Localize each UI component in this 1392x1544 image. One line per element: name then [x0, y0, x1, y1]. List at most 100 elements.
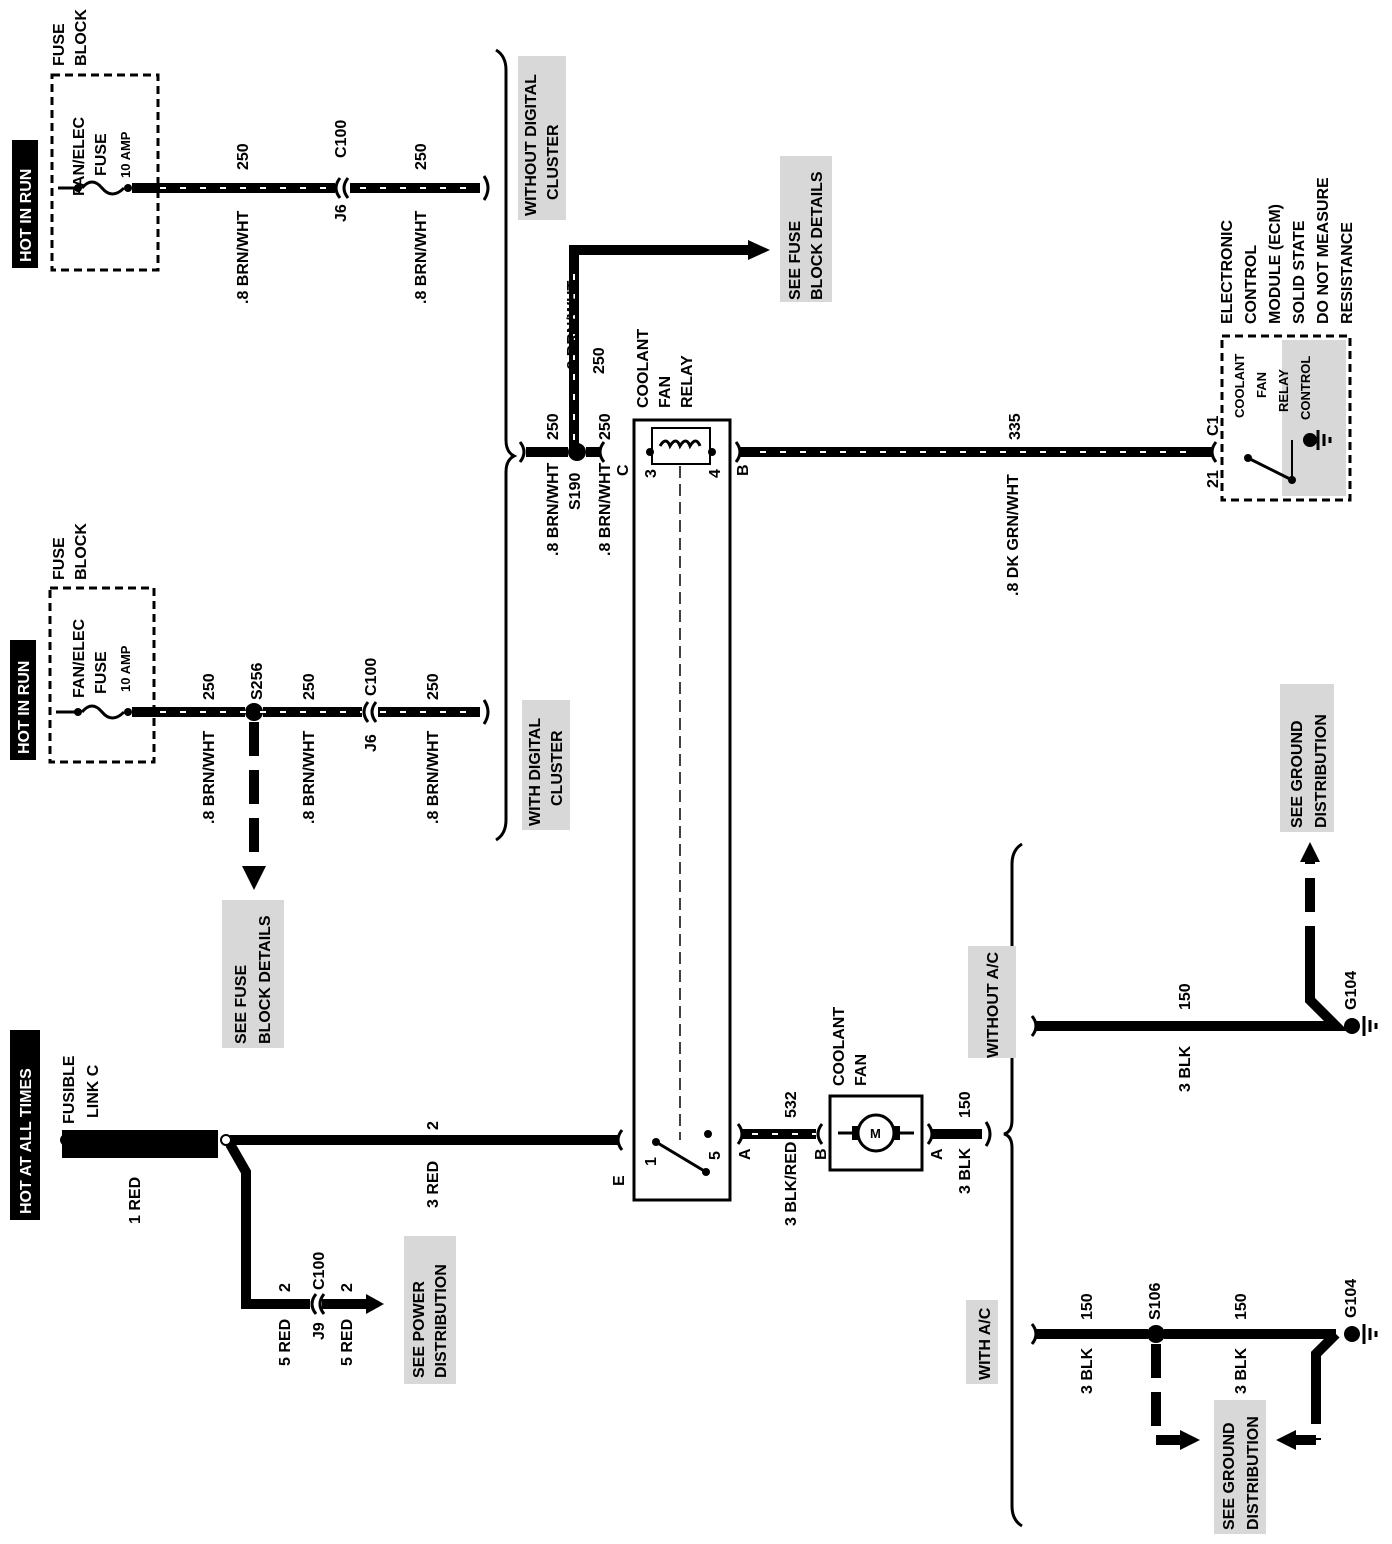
circuit-number: 250 [201, 673, 218, 700]
fusible-link-icon [62, 1130, 218, 1158]
splice-label: S190 [567, 473, 584, 510]
arrow-icon [1180, 1430, 1200, 1450]
option-bracket-ac: WITHOUT A/C WITH A/C [966, 842, 1023, 1528]
splice-s190-icon [568, 443, 586, 461]
wire-color: .8 BRN/WHT [235, 210, 252, 304]
splice-label: S256 [249, 663, 266, 700]
wire-color: 1 RED [127, 1177, 144, 1224]
highlight [518, 56, 566, 220]
wire-color: .8 BRN/WHT [597, 462, 614, 556]
wire-color: 3 BLK [957, 1147, 974, 1194]
reference-label: DISTRIBUTION [433, 1264, 450, 1378]
connector-label: C1 [1205, 415, 1222, 436]
wire-color: .8 BRN/WHT [565, 280, 582, 374]
arrow-icon [1276, 1430, 1296, 1450]
connector-c-icon [598, 441, 606, 463]
wire-2-red: 2 3 RED 2 5 RED C100 J9 2 5 RED [225, 1121, 624, 1366]
relay-title: FAN [657, 376, 674, 408]
power-source-hot-at-all-times: HOT AT ALL TIMES [10, 1030, 40, 1220]
reference-label: DISTRIBUTION [1313, 714, 1330, 828]
connector-c100-icon [310, 1293, 326, 1315]
wire-color: 5 RED [277, 1319, 294, 1366]
wire-250-mid: 250 .8 BRN/WHT S256 250 .8 BRN/WHT C100 … [132, 658, 490, 890]
pin-label: C [615, 464, 632, 476]
ecm-inner-label: CONTROL [1298, 356, 1313, 420]
connector-c100-icon [362, 701, 378, 723]
ecm-switch-icon [1247, 456, 1293, 482]
ecm-inner-label: RELAY [1276, 369, 1291, 412]
pin-label: E [611, 1175, 628, 1186]
splice-s106-icon [1147, 1325, 1165, 1343]
hot-at-all-times-label: HOT AT ALL TIMES [18, 1068, 35, 1214]
wire-color: .8 BRN/WHT [545, 462, 562, 556]
ecm-inner-label: FAN [1254, 372, 1269, 398]
connector-label: J6 [363, 734, 380, 752]
wire-color: 3 BLK/RED [783, 1142, 800, 1226]
circuit-number: 2 [339, 1283, 356, 1292]
fuse-block-title: FUSE [51, 537, 68, 580]
reference-label: SEE GROUND [1221, 1422, 1238, 1530]
connector-label: J9 [311, 1322, 328, 1340]
ecm-note: DO NOT MEASURE [1315, 177, 1332, 324]
arrow-icon [748, 240, 770, 260]
circuit-number: 335 [1007, 413, 1024, 440]
wire-color: 3 BLK [1233, 1347, 1250, 1394]
ground-label: G104 [1343, 1279, 1360, 1318]
ground-path-with-ac: 150 3 BLK S106 150 3 BLK G104 [1030, 1279, 1378, 1450]
terminal-label: 1 [643, 1157, 660, 1166]
wire-color: 3 BLK [1177, 1045, 1194, 1092]
power-source-hot-in-run-top: HOT IN RUN [12, 140, 38, 268]
ground-g104-icon [1344, 1326, 1360, 1342]
fusible-link-label: FUSIBLE [61, 1055, 78, 1124]
see-fuse-block-mid-reference: SEE FUSE BLOCK DETAILS [222, 900, 284, 1048]
fan-title: COOLANT [831, 1007, 848, 1086]
connector-a-icon [736, 1123, 744, 1145]
wire-continuation-icon [1030, 1323, 1038, 1345]
circuit-number: 150 [1079, 1293, 1096, 1320]
highlight [522, 700, 570, 830]
circuit-number: 2 [277, 1283, 294, 1292]
circuit-number: 150 [957, 1091, 974, 1118]
relay-title: COOLANT [635, 329, 652, 408]
fuse-rating: 10 AMP [118, 131, 133, 178]
wire-532: 532 3 BLK/RED B [736, 1091, 830, 1226]
wire-color: 3 RED [425, 1161, 442, 1208]
ground-path-without-ac: 150 3 BLK G104 [1030, 842, 1378, 1092]
ecm-ground-icon [1303, 433, 1317, 447]
fuse-block-title: FUSE [51, 23, 68, 66]
circuit-number: 250 [545, 413, 562, 440]
relay-switch-icon [655, 1140, 707, 1174]
connector-a-icon [926, 1123, 934, 1145]
fuse-block-title-2: BLOCK [73, 9, 90, 66]
terminal-label: 5 [707, 1151, 724, 1160]
ecm-title: CONTROL [1243, 245, 1260, 324]
wire-color: .8 BRN/WHT [413, 210, 430, 304]
hot-in-run-label: HOT IN RUN [18, 169, 35, 262]
fuse-block-outline [48, 586, 156, 764]
connector-e-icon [616, 1129, 624, 1151]
wire-color: .8 DK GRN/WHT [1005, 474, 1022, 596]
circuit-number: 250 [591, 347, 608, 374]
wire-continuation-icon [984, 1121, 992, 1147]
wire-continuation-icon [518, 441, 526, 463]
circuit-number: 2 [425, 1121, 442, 1130]
fuse-terminal-icon [124, 708, 132, 716]
fuse-name: FAN/ELEC [71, 618, 88, 698]
fuse-element-icon [80, 180, 126, 196]
connector-label: C100 [363, 658, 380, 696]
wire-color: 5 RED [339, 1319, 356, 1366]
fan-title: FAN [853, 1054, 870, 1086]
reference-label: BLOCK DETAILS [257, 915, 274, 1044]
fuse-rating: 10 AMP [118, 645, 133, 692]
ecm-inner-label: COOLANT [1232, 354, 1247, 418]
ecm-title: ELECTRONIC [1219, 220, 1236, 324]
pin-label: A [737, 1148, 754, 1160]
wire-250-top: 250 .8 BRN/WHT C100 J6 250 .8 BRN/WHT [132, 120, 490, 304]
option-label-without-ac: WITHOUT A/C [985, 952, 1002, 1059]
splice-s190-branch: 250 .8 BRN/WHT S190 .8 BRN/WHT 250 250 .… [518, 240, 770, 556]
fuse-terminal-icon [124, 184, 132, 192]
wire-continuation-icon [1030, 1015, 1038, 1037]
fuse-block-top: FUSE BLOCK FAN/ELEC FUSE 10 AMP [50, 9, 160, 272]
wire-color: .8 BRN/WHT [301, 730, 318, 824]
